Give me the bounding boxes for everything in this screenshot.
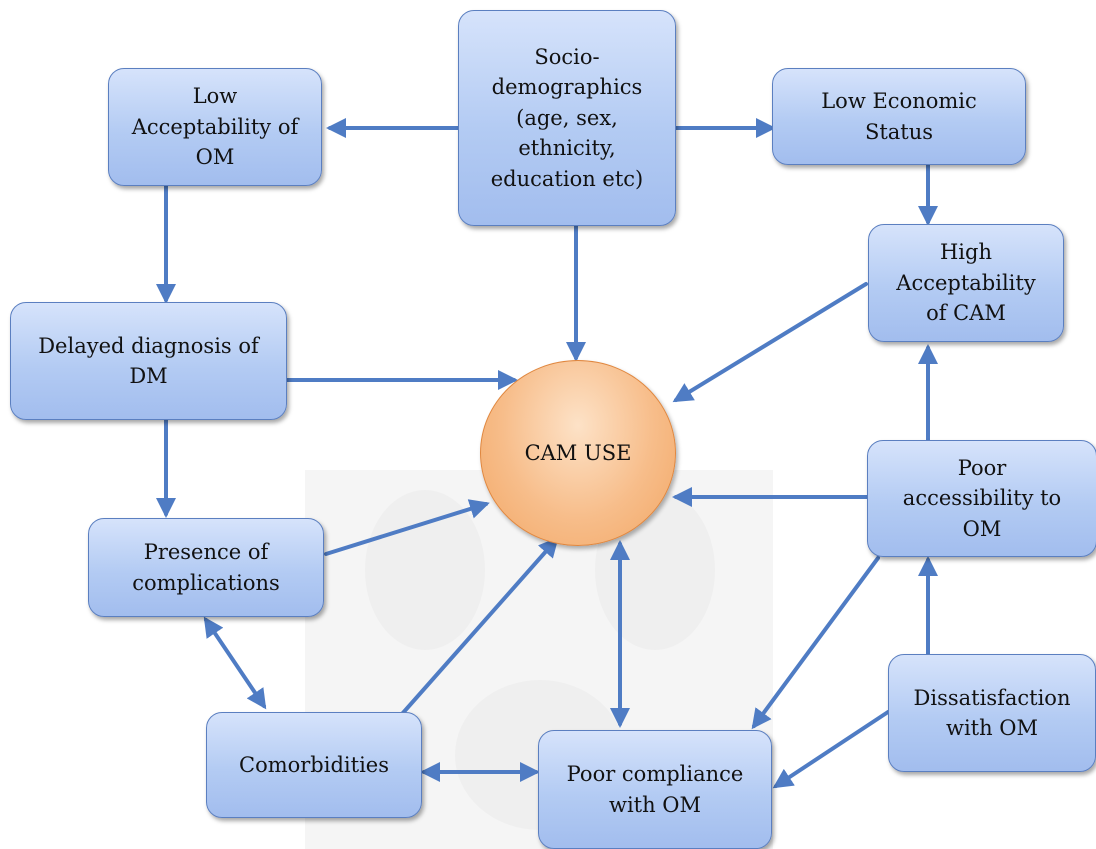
node-low-acceptability-om: Low Acceptability of OM — [108, 68, 322, 186]
node-low-economic-status-label: Low Economic Status — [821, 89, 977, 144]
node-sociodemographics-label: Socio- demographics (age, sex, ethnicity… — [490, 44, 644, 191]
node-poor-accessibility: Poor accessibility to OM — [867, 440, 1096, 557]
node-comorbidities-label: Comorbidities — [239, 752, 389, 777]
arrow-complications-to-cam — [324, 499, 490, 556]
arrow-dissatisfaction-to-compliance — [772, 710, 890, 789]
arrow-accessibility-to-compliance — [751, 556, 880, 730]
node-dissatisfaction-om-label: Dissatisfaction with OM — [913, 685, 1071, 740]
node-cam-use: CAM USE — [480, 360, 676, 546]
node-poor-compliance-label: Poor compliance with OM — [566, 762, 744, 817]
arrow-complications-comorbidities — [203, 616, 267, 710]
node-high-acceptability-cam-label: High Acceptability of CAM — [896, 240, 1036, 326]
node-delayed-diagnosis-label: Delayed diagnosis of DM — [38, 333, 259, 388]
node-cam-use-label: CAM USE — [524, 441, 632, 465]
node-low-economic-status: Low Economic Status — [772, 68, 1026, 165]
node-presence-complications: Presence of complications — [88, 518, 324, 617]
node-comorbidities: Comorbidities — [206, 712, 422, 818]
node-presence-complications-label: Presence of complications — [132, 540, 280, 595]
node-low-acceptability-om-label: Low Acceptability of OM — [131, 84, 299, 170]
node-delayed-diagnosis: Delayed diagnosis of DM — [10, 302, 287, 420]
arrow-comorbidities-to-cam — [400, 537, 559, 716]
node-high-acceptability-cam: High Acceptability of CAM — [868, 224, 1064, 342]
node-dissatisfaction-om: Dissatisfaction with OM — [888, 654, 1096, 772]
node-poor-compliance: Poor compliance with OM — [538, 730, 772, 849]
node-sociodemographics: Socio- demographics (age, sex, ethnicity… — [458, 10, 676, 226]
node-poor-accessibility-label: Poor accessibility to OM — [902, 455, 1062, 541]
arrow-high-acceptability-to-cam — [672, 282, 868, 403]
